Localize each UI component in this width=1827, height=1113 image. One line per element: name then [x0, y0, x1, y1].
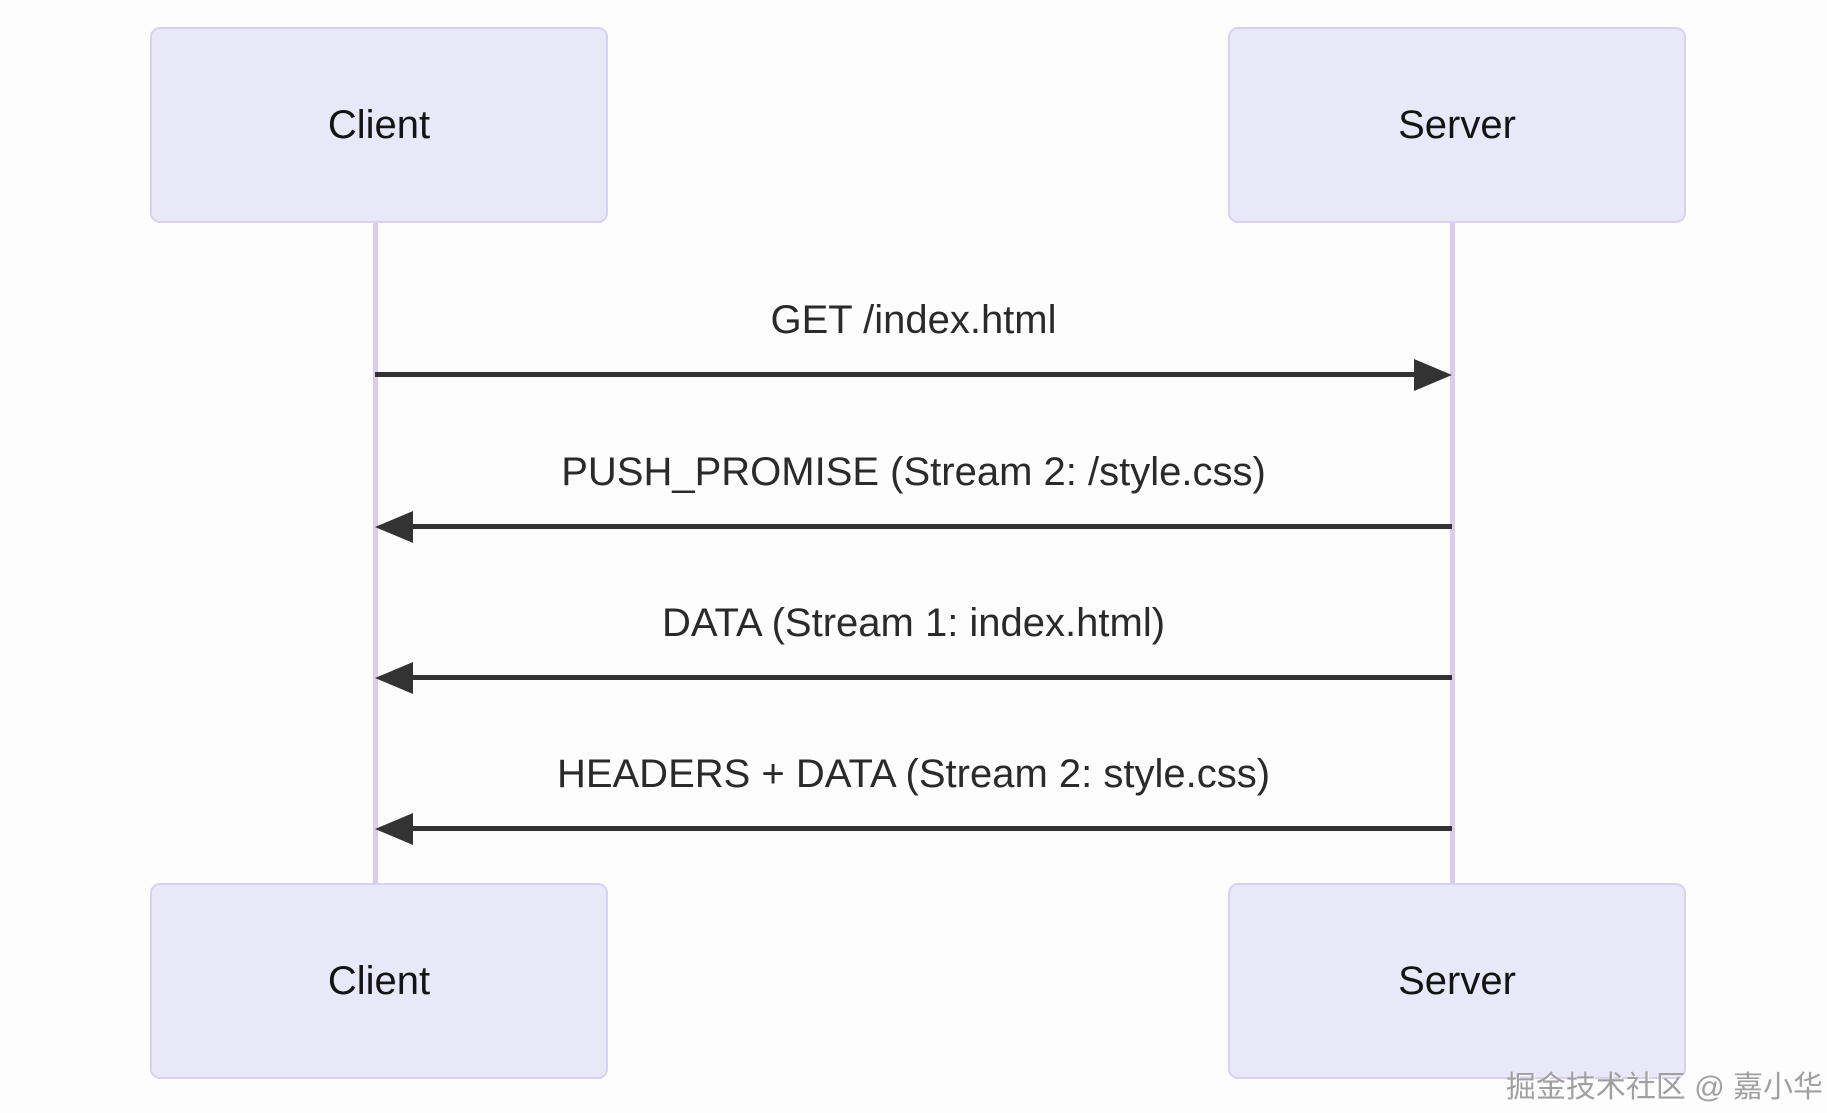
actor-label-client-top: Client — [327, 102, 431, 147]
arrowhead-left-icon — [375, 662, 413, 694]
message-line-4 — [413, 826, 1452, 831]
watermark: 掘金技术社区 @ 嘉小华 — [1505, 1071, 1823, 1104]
actor-label-server-top: Server — [1398, 102, 1516, 147]
message-line-3 — [413, 675, 1452, 680]
client-lifeline — [373, 223, 378, 885]
actor-box-server-bottom: Server — [1228, 883, 1686, 1079]
arrowhead-left-icon — [375, 511, 413, 543]
actor-box-client-top: Client — [150, 27, 608, 223]
arrowhead-left-icon — [375, 813, 413, 845]
message-label-headers-data-stream2: HEADERS + DATA (Stream 2: style.css) — [556, 752, 1271, 796]
message-label-get-index: GET /index.html — [770, 298, 1057, 342]
actor-label-server-bottom: Server — [1398, 958, 1516, 1003]
actor-label-client-bottom: Client — [327, 958, 431, 1003]
message-label-push-promise: PUSH_PROMISE (Stream 2: /style.css) — [561, 450, 1266, 494]
arrowhead-right-icon — [1414, 359, 1452, 391]
actor-box-client-bottom: Client — [150, 883, 608, 1079]
message-line-1 — [375, 372, 1416, 377]
actor-box-server-top: Server — [1228, 27, 1686, 223]
server-lifeline — [1450, 223, 1455, 885]
message-label-data-stream1: DATA (Stream 1: index.html) — [661, 601, 1166, 645]
message-line-2 — [413, 524, 1452, 529]
